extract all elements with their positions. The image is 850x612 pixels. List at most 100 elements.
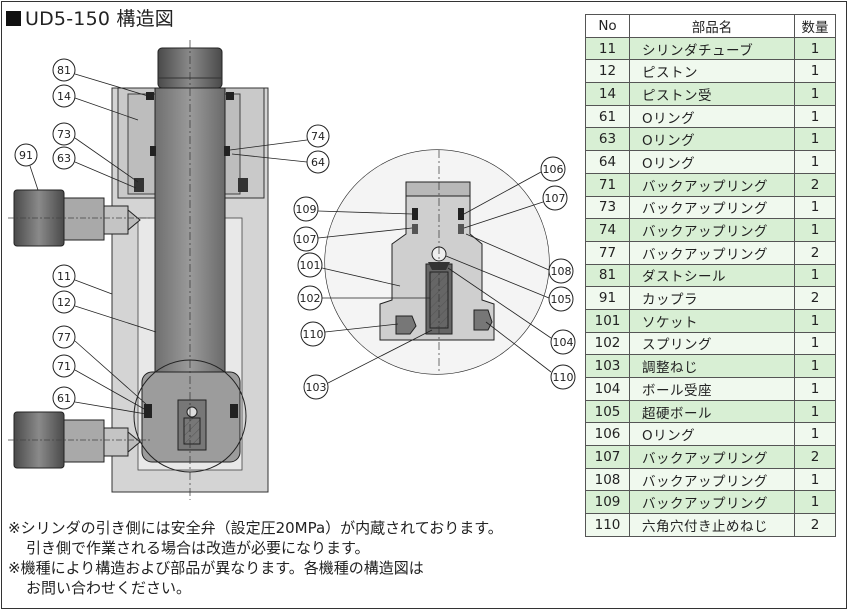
detail-view [324, 149, 550, 375]
cell-qty: 1 [794, 377, 836, 401]
cell-qty: 1 [794, 36, 836, 61]
callout-73: 73 [52, 122, 139, 183]
cell-qty: 1 [794, 127, 836, 152]
cell-no: 61 [585, 104, 630, 129]
svg-text:73: 73 [57, 128, 71, 141]
svg-text:106: 106 [543, 163, 564, 176]
callout-61: 61 [52, 386, 147, 415]
callout-102: 102 [297, 285, 430, 311]
cell-qty: 2 [794, 513, 836, 537]
cell-name: カップラ [629, 286, 795, 310]
cell-qty: 1 [794, 82, 836, 106]
cell-name: ボール受座 [629, 377, 795, 401]
callout-63: 63 [52, 146, 137, 189]
cell-qty: 1 [794, 218, 836, 242]
cell-no: 104 [585, 377, 630, 401]
cell-qty: 1 [794, 422, 836, 447]
callout-81: 81 [52, 58, 149, 97]
parts-table-header: No 部品名 数量 [585, 14, 836, 38]
cell-qty: 1 [794, 331, 836, 356]
cell-no: 63 [585, 127, 630, 152]
svg-text:104: 104 [553, 336, 574, 349]
callout-110l: 110 [300, 321, 399, 347]
cell-no: 11 [585, 36, 630, 61]
callout-104: 104 [447, 267, 576, 355]
callout-105: 105 [445, 255, 574, 312]
cell-name: ソケット [629, 308, 795, 333]
cell-qty: 1 [794, 104, 836, 129]
cell-qty: 2 [794, 172, 836, 197]
cell-name: シリンダチューブ [629, 36, 795, 61]
cell-name: Oリング [629, 104, 795, 129]
svg-text:61: 61 [57, 392, 71, 405]
callout-12: 12 [52, 290, 157, 333]
callout-103: 103 [303, 329, 433, 400]
cell-no: 64 [585, 150, 630, 174]
cell-qty: 1 [794, 354, 836, 378]
cell-no: 12 [585, 59, 630, 84]
cell-qty: 1 [794, 399, 836, 424]
title-square-icon [6, 11, 21, 26]
header-name: 部品名 [629, 14, 795, 38]
cell-name: 六角穴付き止めねじ [629, 513, 795, 537]
cell-no: 108 [585, 467, 630, 492]
cell-name: 超硬ボール [629, 399, 795, 424]
callout-101: 101 [297, 252, 401, 287]
note-line: ※シリンダの引き側には安全弁（設定圧20MPa）が内蔵されております。 [8, 519, 503, 537]
svg-text:107: 107 [296, 233, 317, 246]
main-cylinder [8, 40, 269, 500]
cell-name: バックアップリング [629, 240, 795, 265]
cell-name: ダストシール [629, 263, 795, 288]
callout-110r: 110 [485, 321, 576, 390]
header-no: No [585, 14, 630, 38]
cell-qty: 1 [794, 263, 836, 288]
svg-text:63: 63 [57, 152, 71, 165]
svg-text:103: 103 [306, 381, 327, 394]
svg-text:108: 108 [551, 265, 572, 278]
cell-name: Oリング [629, 127, 795, 152]
cell-qty: 1 [794, 195, 836, 220]
note-line: お問い合わせください。 [26, 579, 192, 597]
svg-text:110: 110 [553, 371, 574, 384]
cell-name: スプリング [629, 331, 795, 356]
cell-no: 71 [585, 172, 630, 197]
cell-qty: 1 [794, 490, 836, 515]
cell-name: バックアップリング [629, 172, 795, 197]
cell-no: 73 [585, 195, 630, 220]
cell-qty: 1 [794, 150, 836, 174]
cell-name: バックアップリング [629, 218, 795, 242]
cell-name: Oリング [629, 150, 795, 174]
svg-text:11: 11 [57, 270, 71, 283]
svg-text:81: 81 [57, 64, 71, 77]
cell-qty: 2 [794, 286, 836, 310]
cell-no: 105 [585, 399, 630, 424]
cell-qty: 1 [794, 308, 836, 333]
callout-106: 106 [463, 156, 566, 215]
svg-text:74: 74 [311, 130, 325, 143]
cell-no: 101 [585, 308, 630, 333]
cell-no: 81 [585, 263, 630, 288]
cell-name: バックアップリング [629, 445, 795, 469]
notes: ※シリンダの引き側には安全弁（設定圧20MPa）が内蔵されております。 引き側で… [8, 518, 503, 598]
cell-qty: 2 [794, 240, 836, 265]
page-title: UD5-150 構造図 [6, 4, 174, 31]
callout-107l: 107 [293, 226, 413, 252]
